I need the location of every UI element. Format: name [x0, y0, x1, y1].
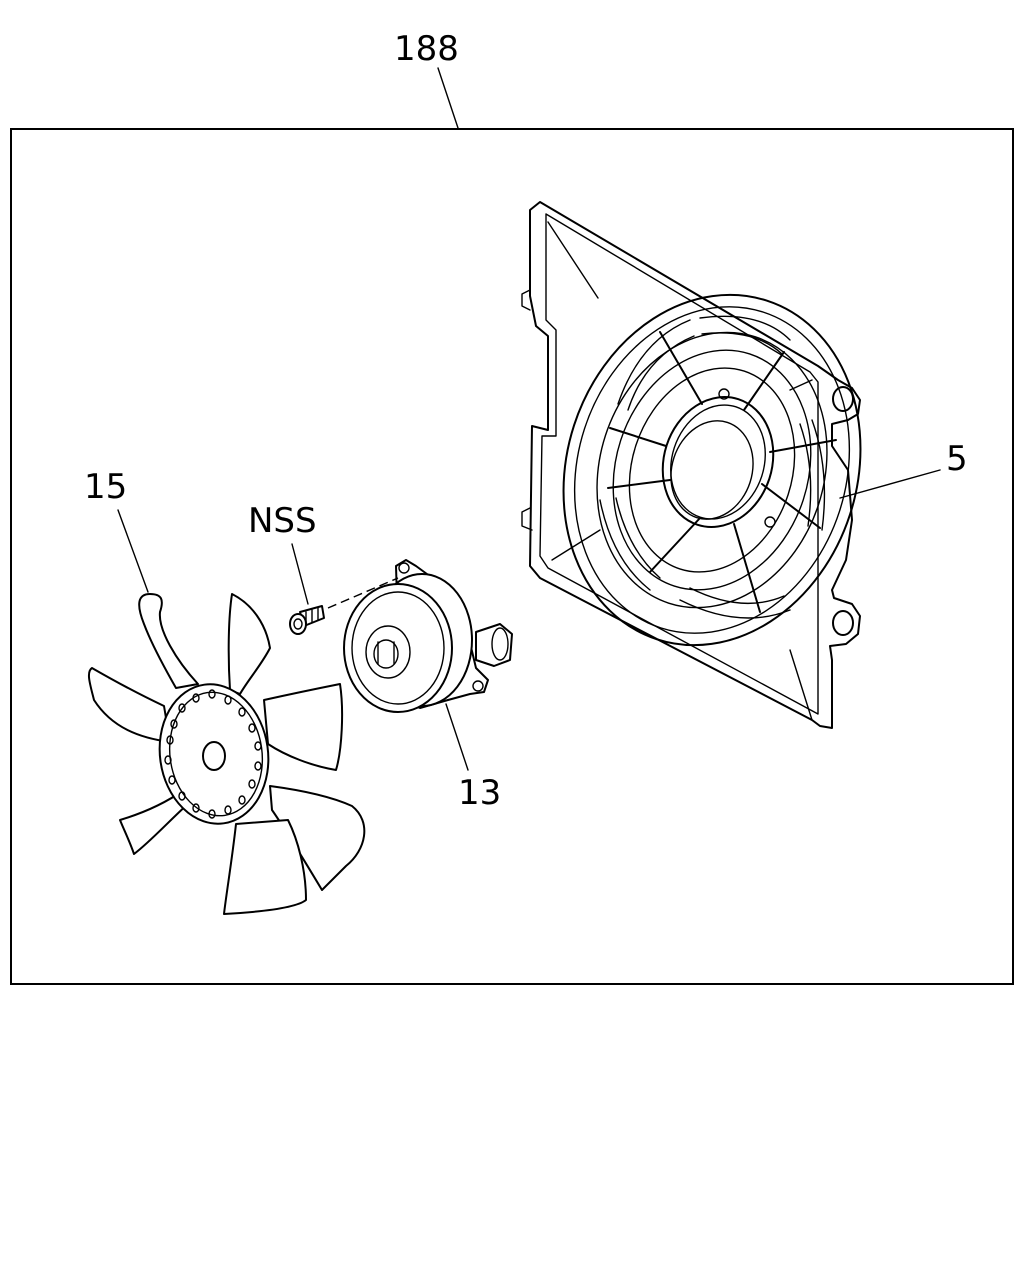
leader-motor — [445, 703, 469, 771]
fan-shroud — [521, 201, 862, 729]
callout-screw: NSS — [248, 501, 317, 541]
leader-assembly — [437, 67, 459, 129]
callout-motor: 13 — [458, 773, 501, 813]
leader-fan — [117, 509, 149, 593]
callout-assembly: 188 — [394, 29, 459, 69]
callout-fan: 15 — [84, 467, 127, 507]
screw-axis-line — [327, 577, 399, 609]
hub-rivets — [164, 689, 262, 819]
leader-screw — [291, 543, 309, 605]
fan-motor — [343, 559, 513, 713]
screw — [289, 605, 325, 635]
callout-shroud: 5 — [946, 439, 968, 479]
assembly-frame — [10, 128, 1014, 985]
leader-shroud — [839, 469, 941, 499]
fan-blade — [87, 593, 366, 915]
